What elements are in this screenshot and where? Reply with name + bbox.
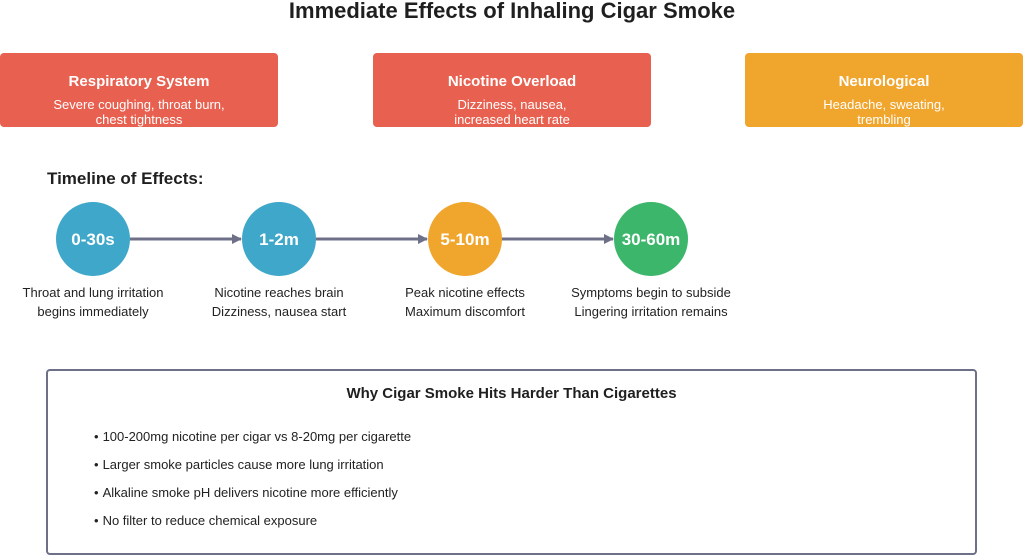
timeline-step-caption: Peak nicotine effects Maximum discomfort — [365, 283, 565, 321]
card-description-line: Severe coughing, throat burn, — [53, 97, 225, 112]
timeline-step-circle — [242, 202, 316, 276]
timeline-step-circle — [428, 202, 502, 276]
card-description-line: chest tightness — [95, 112, 183, 127]
caption-line: Symptoms begin to subside — [571, 285, 731, 300]
card-description-line: trembling — [857, 112, 911, 127]
card-description: Severe coughing, throat burn, chest tigh… — [20, 97, 258, 127]
why-list-item: •No filter to reduce chemical exposure — [94, 507, 411, 535]
timeline-diagram: 0-30s 1-2m 5-10m 30-60m — [56, 202, 688, 276]
bullet-icon: • — [94, 457, 99, 472]
caption-line: Peak nicotine effects — [405, 285, 525, 300]
card-description-line: increased heart rate — [454, 112, 570, 127]
why-cigar-box: Why Cigar Smoke Hits Harder Than Cigaret… — [46, 369, 977, 555]
timeline-heading: Timeline of Effects: — [47, 169, 204, 188]
card-description: Dizziness, nausea, increased heart rate — [393, 97, 631, 127]
card-title: Respiratory System — [68, 73, 210, 90]
card-neurological: Neurological Headache, sweating, trembli… — [745, 53, 1023, 127]
timeline-step-label: 30-60m — [622, 230, 681, 249]
caption-line: Dizziness, nausea start — [211, 304, 347, 319]
card-title: Neurological — [838, 73, 930, 90]
why-list-item: •100-200mg nicotine per cigar vs 8-20mg … — [94, 423, 411, 451]
timeline-step-label: 1-2m — [259, 230, 299, 249]
timeline-step-caption: Symptoms begin to subside Lingering irri… — [551, 283, 751, 321]
why-item-text: Larger smoke particles cause more lung i… — [102, 457, 384, 472]
why-box-title: Why Cigar Smoke Hits Harder Than Cigaret… — [346, 385, 677, 402]
caption-line: Throat and lung irritation — [22, 285, 164, 300]
timeline-step-caption: Nicotine reaches brain Dizziness, nausea… — [179, 283, 379, 321]
caption-line: Nicotine reaches brain — [214, 285, 344, 300]
bullet-icon: • — [94, 429, 99, 444]
why-item-text: 100-200mg nicotine per cigar vs 8-20mg p… — [102, 429, 412, 444]
timeline-step-circle — [56, 202, 130, 276]
caption-line: begins immediately — [37, 304, 149, 319]
timeline-step-circle — [614, 202, 688, 276]
bullet-icon: • — [94, 485, 99, 500]
why-item-text: No filter to reduce chemical exposure — [102, 513, 318, 528]
why-item-text: Alkaline smoke pH delivers nicotine more… — [102, 485, 398, 500]
card-description-line: Dizziness, nausea, — [457, 97, 567, 112]
page-title: Immediate Effects of Inhaling Cigar Smok… — [288, 0, 736, 23]
card-title: Nicotine Overload — [447, 73, 577, 90]
card-description: Headache, sweating, trembling — [765, 97, 1003, 127]
card-respiratory-system: Respiratory System Severe coughing, thro… — [0, 53, 278, 127]
why-list-item: •Larger smoke particles cause more lung … — [94, 451, 411, 479]
why-list-item: •Alkaline smoke pH delivers nicotine mor… — [94, 479, 411, 507]
why-list: •100-200mg nicotine per cigar vs 8-20mg … — [94, 423, 411, 535]
card-description-line: Headache, sweating, — [823, 97, 945, 112]
timeline-step-caption: Throat and lung irritation begins immedi… — [0, 283, 193, 321]
timeline-step-label: 0-30s — [71, 230, 114, 249]
caption-line: Lingering irritation remains — [574, 304, 728, 319]
timeline-step-label: 5-10m — [440, 230, 489, 249]
caption-line: Maximum discomfort — [405, 304, 525, 319]
bullet-icon: • — [94, 513, 99, 528]
card-nicotine-overload: Nicotine Overload Dizziness, nausea, inc… — [373, 53, 651, 127]
